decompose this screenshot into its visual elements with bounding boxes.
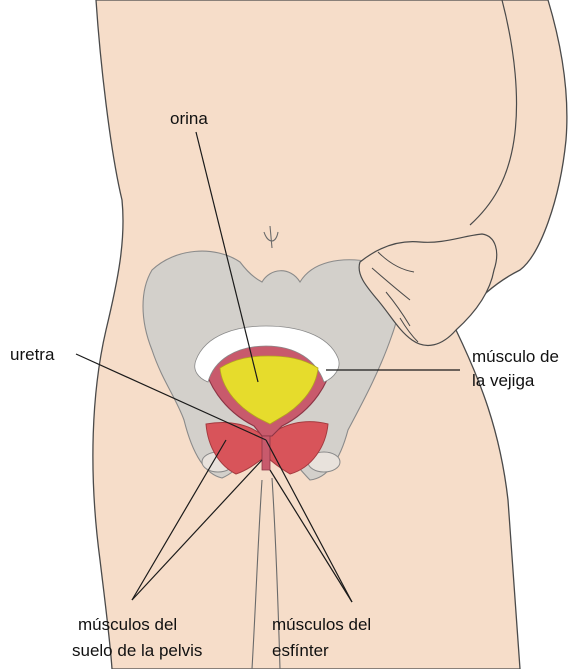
label-musculo-vejiga-line1: músculo de (472, 346, 559, 367)
label-suelo-pelvis-line1: músculos del (78, 614, 177, 635)
label-suelo-pelvis-line2: suelo de la pelvis (72, 640, 202, 661)
label-musculo-vejiga-line2: la vejiga (472, 370, 534, 391)
label-esfinter-line1: músculos del (272, 614, 371, 635)
label-orina: orina (170, 108, 208, 129)
label-uretra: uretra (10, 344, 54, 365)
label-esfinter-line2: esfínter (272, 640, 329, 661)
